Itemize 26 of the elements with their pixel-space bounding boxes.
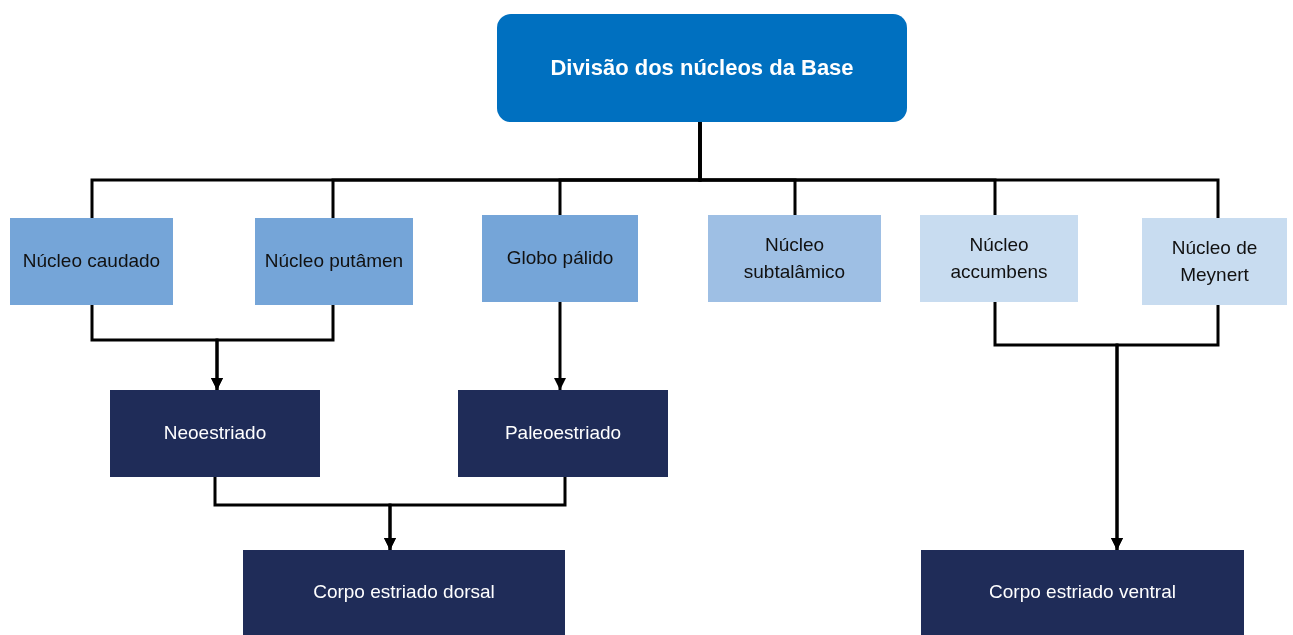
box-label: Paleoestriado: [504, 421, 622, 446]
category-box: [921, 550, 1244, 635]
title-box: [497, 14, 907, 122]
category-box: [255, 218, 413, 305]
category-box: [920, 215, 1078, 302]
box-label: Corpo estriado ventral: [989, 580, 1176, 605]
category-box: [243, 550, 565, 635]
connector-arrow: [211, 305, 335, 390]
box-label: Divisão dos núcleos da Base: [550, 53, 854, 82]
box-label: Núcleo accumbens: [949, 232, 1049, 284]
connector-arrow: [1111, 305, 1220, 550]
category-box: [708, 215, 881, 302]
box-label: Neoestriado: [163, 421, 267, 446]
box-label: Núcleo de Meynert: [1170, 235, 1259, 287]
connector-arrow: [554, 302, 566, 390]
category-box: [10, 218, 173, 305]
category-box: [458, 390, 668, 477]
box-label: Corpo estriado dorsal: [313, 580, 495, 605]
box-label: Núcleo caudado: [22, 249, 161, 274]
category-box: [110, 390, 320, 477]
box-label: Núcleo subtalâmico: [742, 232, 847, 284]
box-label: Núcleo putâmen: [264, 249, 404, 274]
category-box: [482, 215, 638, 302]
connector-arrow: [384, 477, 567, 550]
category-box: [1142, 218, 1287, 305]
box-label: Globo pálido: [506, 246, 614, 271]
